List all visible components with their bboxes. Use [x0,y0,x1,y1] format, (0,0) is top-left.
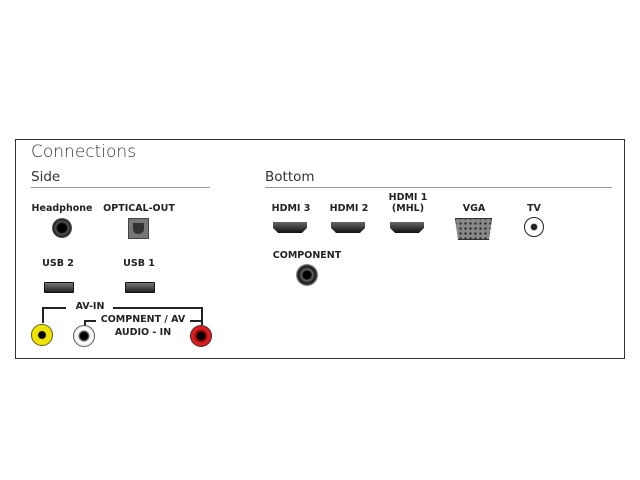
component-bracket-right [190,320,202,322]
component-bracket-left-drop [84,320,86,326]
hdmi3-label: HDMI 3 [271,203,311,214]
connections-panel [15,139,625,359]
bottom-divider [265,187,612,188]
bottom-heading: Bottom [265,169,315,185]
av-in-bracket-right [113,307,202,309]
white-rca-jack-icon [73,325,95,347]
side-heading: Side [31,169,61,185]
tv-label: TV [527,203,541,214]
hdmi1-mhl-label: (MHL) [391,203,425,214]
av-in-label: AV-IN [75,301,105,312]
side-divider [31,187,210,188]
component-bracket-left [84,320,96,322]
headphone-jack-icon [52,218,72,238]
headphone-label: Headphone [31,203,93,214]
yellow-rca-jack-icon [31,324,53,346]
usb1-label: USB 1 [123,258,155,269]
av-in-bracket-left-drop [42,307,44,323]
component-jack-icon [296,264,318,286]
av-in-bracket-left [42,307,66,309]
component-av-label: COMPNENT / AV [100,314,186,325]
optical-out-label: OPTICAL-OUT [103,203,175,214]
red-rca-jack-icon [190,325,212,347]
tv-antenna-jack-icon [524,217,544,237]
panel-title: Connections [31,142,137,162]
usb2-label: USB 2 [42,258,74,269]
av-in-bracket-right-drop [201,307,203,325]
usb2-port-icon [44,282,74,293]
hdmi3-port-icon [273,222,307,233]
optical-port-icon [128,218,149,239]
vga-port-icon [455,218,492,240]
component-label: COMPONENT [272,250,342,261]
hdmi2-label: HDMI 2 [329,203,369,214]
vga-label: VGA [462,203,486,214]
usb1-port-icon [125,282,155,293]
hdmi1-port-icon [390,222,424,233]
hdmi1-label: HDMI 1 [388,192,428,203]
hdmi2-port-icon [331,222,365,233]
audio-in-label: AUDIO - IN [114,327,172,338]
